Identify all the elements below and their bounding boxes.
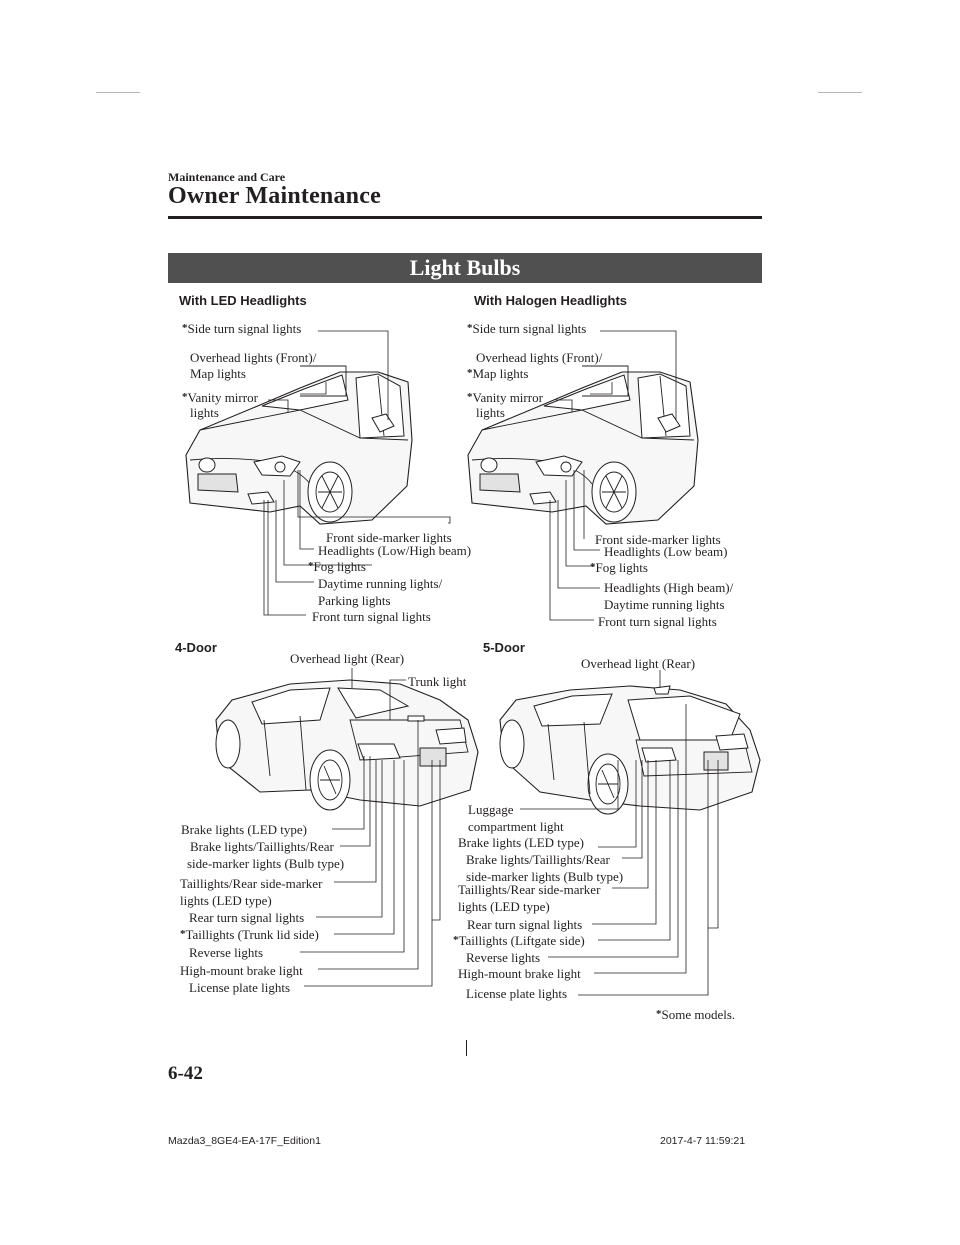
halogen-vanity-label-2: lights — [476, 405, 505, 420]
five-door-luggage-label-1: Luggage — [468, 802, 513, 817]
footer-timestamp: 2017-4-7 11:59:21 — [660, 1135, 745, 1147]
five-door-overhead-rear-label: Overhead light (Rear) — [581, 656, 695, 671]
four-door-license-label: License plate lights — [189, 980, 290, 995]
four-door-heading: 4-Door — [175, 640, 217, 655]
halogen-side-turn-label: *Side turn signal lights — [467, 321, 586, 336]
led-headlights-label: Headlights (Low/High beam) — [318, 543, 471, 558]
five-door-high-mount-label: High-mount brake light — [458, 966, 581, 981]
four-door-trunk-label: Trunk light — [408, 674, 466, 689]
five-door-brake-led-label: Brake lights (LED type) — [458, 835, 584, 850]
halogen-high-beam-label-1: Headlights (High beam)/ — [604, 580, 733, 595]
four-door-tail-led-label-2: lights (LED type) — [180, 893, 272, 908]
halogen-overhead-front-label-2: *Map lights — [467, 366, 528, 381]
five-door-license-label: License plate lights — [466, 986, 567, 1001]
halogen-high-beam-label-2: Daytime running lights — [604, 597, 725, 612]
four-door-brake-bulb-label-1: Brake lights/Taillights/Rear — [190, 839, 334, 854]
center-tick — [466, 1040, 467, 1056]
halogen-headlights-heading: With Halogen Headlights — [474, 293, 627, 308]
four-door-tail-lid-label: *Taillights (Trunk lid side) — [180, 927, 319, 942]
halogen-overhead-front-label-1: Overhead lights (Front)/ — [476, 350, 602, 365]
five-door-reverse-label: Reverse lights — [466, 950, 540, 965]
sedan-rear-car-illustration — [216, 680, 478, 810]
led-overhead-front-label-1: Overhead lights (Front)/ — [190, 350, 316, 365]
led-fog-label: *Fog lights — [308, 559, 366, 574]
footer-edition: Mazda3_8GE4-EA-17F_Edition1 — [168, 1135, 321, 1147]
halogen-front-turn-label: Front turn signal lights — [598, 614, 717, 629]
four-door-tail-led-label-1: Taillights/Rear side-marker — [180, 876, 322, 891]
footnote: *Some models. — [656, 1007, 735, 1022]
four-door-rear-turn-label: Rear turn signal lights — [189, 910, 304, 925]
halogen-headlights-low-label: Headlights (Low beam) — [604, 544, 727, 559]
five-door-luggage-label-2: compartment light — [468, 819, 564, 834]
four-door-brake-bulb-label-2: side-marker lights (Bulb type) — [187, 856, 344, 871]
five-door-tail-led-label-1: Taillights/Rear side-marker — [458, 882, 600, 897]
led-drl-label-1: Daytime running lights/ — [318, 576, 442, 591]
led-vanity-label-2: lights — [190, 405, 219, 420]
led-side-turn-label: *Side turn signal lights — [182, 321, 301, 336]
led-headlights-heading: With LED Headlights — [179, 293, 307, 308]
halogen-vanity-label-1: *Vanity mirror — [467, 390, 543, 405]
four-door-reverse-label: Reverse lights — [189, 945, 263, 960]
five-door-tail-led-label-2: lights (LED type) — [458, 899, 550, 914]
led-overhead-front-label-2: Map lights — [190, 366, 246, 381]
five-door-rear-turn-label: Rear turn signal lights — [467, 917, 582, 932]
halogen-fog-label: *Fog lights — [590, 560, 648, 575]
five-door-heading: 5-Door — [483, 640, 525, 655]
four-door-high-mount-label: High-mount brake light — [180, 963, 303, 978]
hatchback-rear-car-illustration — [500, 686, 760, 814]
page-number: 6-42 — [168, 1063, 203, 1085]
led-drl-label-2: Parking lights — [318, 593, 391, 608]
four-door-brake-led-label: Brake lights (LED type) — [181, 822, 307, 837]
four-door-overhead-rear-label: Overhead light (Rear) — [290, 651, 404, 666]
led-vanity-label-1: *Vanity mirror — [182, 390, 258, 405]
five-door-brake-bulb-label-1: Brake lights/Taillights/Rear — [466, 852, 610, 867]
led-front-turn-label: Front turn signal lights — [312, 609, 431, 624]
five-door-tail-lift-label: *Taillights (Liftgate side) — [453, 933, 585, 948]
